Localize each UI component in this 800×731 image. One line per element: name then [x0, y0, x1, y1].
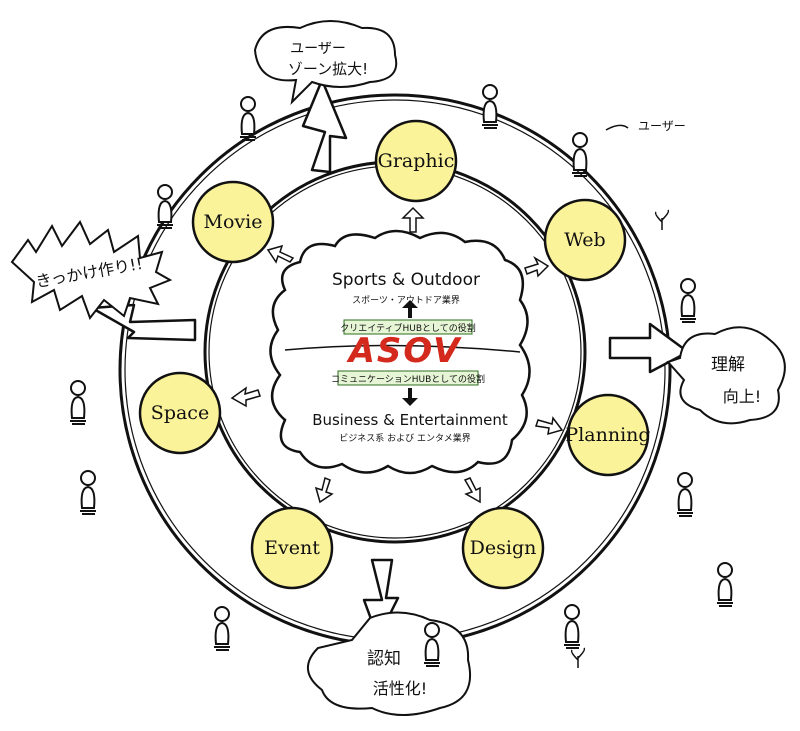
- node-label-event: Event: [264, 537, 320, 559]
- node-label-space: Space: [151, 402, 209, 424]
- bubble-top-line1: ユーザー: [290, 41, 346, 57]
- node-label-graphic: Graphic: [378, 150, 455, 172]
- user-figure-icon: [70, 380, 86, 425]
- small-arrow-planning: [535, 416, 564, 436]
- node-movie: [191, 180, 275, 264]
- node-graphic: [374, 119, 458, 203]
- bubble-right-line1: 理解: [711, 355, 745, 375]
- small-arrow-event: [314, 476, 334, 504]
- bubble-bottom: [307, 611, 472, 716]
- node-event: [250, 506, 334, 590]
- bubble-top-line2: ゾーン拡大!: [288, 60, 368, 78]
- arrow-up-left: [301, 78, 348, 174]
- bubble-right-line2: 向上!: [723, 387, 761, 406]
- user-figures: [70, 84, 733, 667]
- node-label-design: Design: [470, 537, 537, 559]
- top-role-box: [343, 319, 473, 335]
- user-figure-icon: [564, 604, 580, 649]
- node-label-planning: Planning: [565, 424, 650, 446]
- bubble-bottom-line2: 活性化!: [373, 679, 427, 698]
- node-web: [543, 198, 627, 282]
- user-figure-icon: [677, 472, 693, 517]
- up-arrow-icon: [402, 300, 418, 318]
- center-bottom-role: コミュニケーションHUBとしての役割: [331, 373, 485, 385]
- user-label: ユーザー: [638, 119, 686, 133]
- down-arrow-icon: [402, 388, 418, 406]
- node-design: [461, 506, 545, 590]
- bubble-bottom-line1: 認知: [367, 649, 401, 669]
- node-planning: [566, 393, 650, 477]
- center-top-sub: スポーツ・アウトドア業界: [352, 294, 460, 306]
- center-bottom-title: Business & Entertainment: [312, 411, 508, 429]
- user-figure-icon: [80, 470, 96, 515]
- bottom-role-box: [337, 370, 479, 386]
- center-top-title: Sports & Outdoor: [332, 270, 480, 290]
- small-arrow-movie: [266, 244, 295, 264]
- brand-logo: ASOV: [346, 331, 462, 371]
- node-label-web: Web: [564, 229, 605, 251]
- arrow-left: [90, 303, 197, 342]
- user-figure-icon: [424, 622, 440, 667]
- node-label-movie: Movie: [204, 211, 263, 233]
- user-figure-icon: [157, 184, 173, 229]
- cloud-divider: [284, 344, 521, 353]
- user-figure-icon: [214, 606, 230, 651]
- bubble-right: [666, 326, 786, 425]
- user-label-pointer: [605, 124, 629, 131]
- user-figure-icon: [572, 132, 588, 177]
- user-figure-icon: [240, 96, 256, 141]
- small-arrow-web: [524, 255, 550, 278]
- small-arrow-space: [230, 386, 261, 408]
- bubble-left: [10, 220, 173, 321]
- user-figure-icon: [482, 84, 498, 129]
- node-space: [138, 371, 222, 455]
- bubble-top: [253, 20, 398, 105]
- sprout-icon: [654, 209, 670, 230]
- center-bottom-sub: ビジネス系 および エンタメ業界: [339, 432, 470, 444]
- small-arrow-graphic: [401, 206, 425, 233]
- center-cloud: [269, 229, 531, 475]
- small-arrow-design: [463, 477, 481, 504]
- sprout-icon: [570, 647, 586, 668]
- user-figure-icon: [680, 278, 696, 323]
- center-top-role: クリエイティブHUBとしての役割: [340, 322, 476, 334]
- user-figure-icon: [717, 562, 733, 607]
